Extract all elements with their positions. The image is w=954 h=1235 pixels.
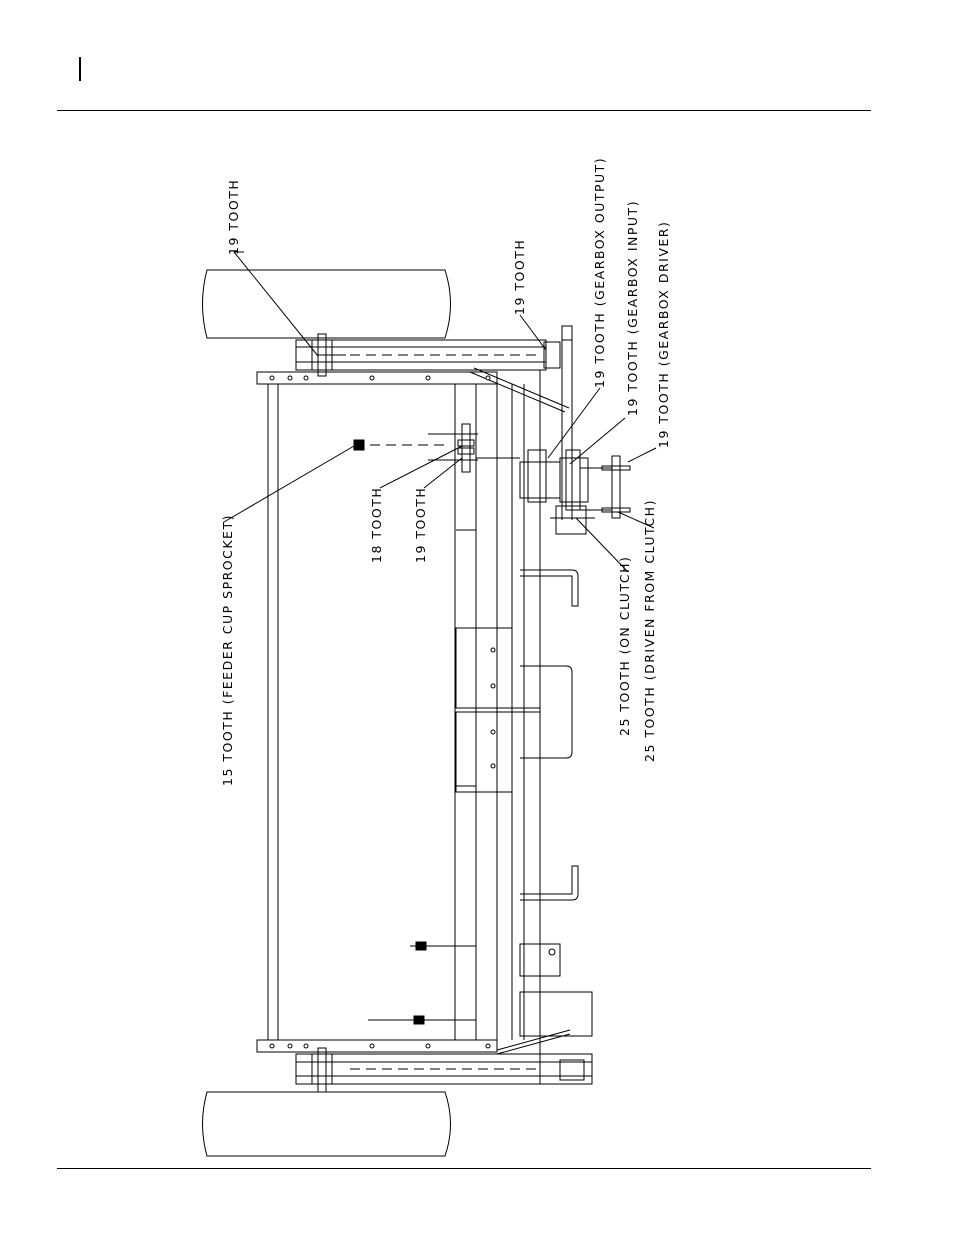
top-wheel [203,270,451,338]
upper-wheel-arm [296,334,560,376]
lower-wheel-arm [296,1048,592,1092]
label-18-tooth: 18 TOOTH [369,487,384,563]
sprocket-shaft [354,424,520,472]
label-gearbox-driver: 19 TOOTH (GEARBOX DRIVER) [656,221,671,448]
lower-fittings [368,530,476,1024]
label-gearbox-output: 19 TOOTH (GEARBOX OUTPUT) [592,157,607,388]
label-19-tooth-mid: 19 TOOTH [413,487,428,563]
bottom-wheel [203,1092,451,1156]
label-feeder-cup-sprocket: 15 TOOTH (FEEDER CUP SPROCKET) [220,514,235,786]
label-on-clutch: 25 TOOTH (ON CLUTCH) [617,556,632,736]
label-19-tooth-top-wheel: 19 TOOTH [226,179,241,255]
label-19-tooth-upper-right: 19 TOOTH [512,239,527,315]
mounting-plates [491,648,555,955]
gearbox [520,326,630,534]
label-driven-from-clutch: 25 TOOTH (DRIVEN FROM CLUTCH) [642,499,657,762]
label-gearbox-input: 19 TOOTH (GEARBOX INPUT) [625,200,640,416]
